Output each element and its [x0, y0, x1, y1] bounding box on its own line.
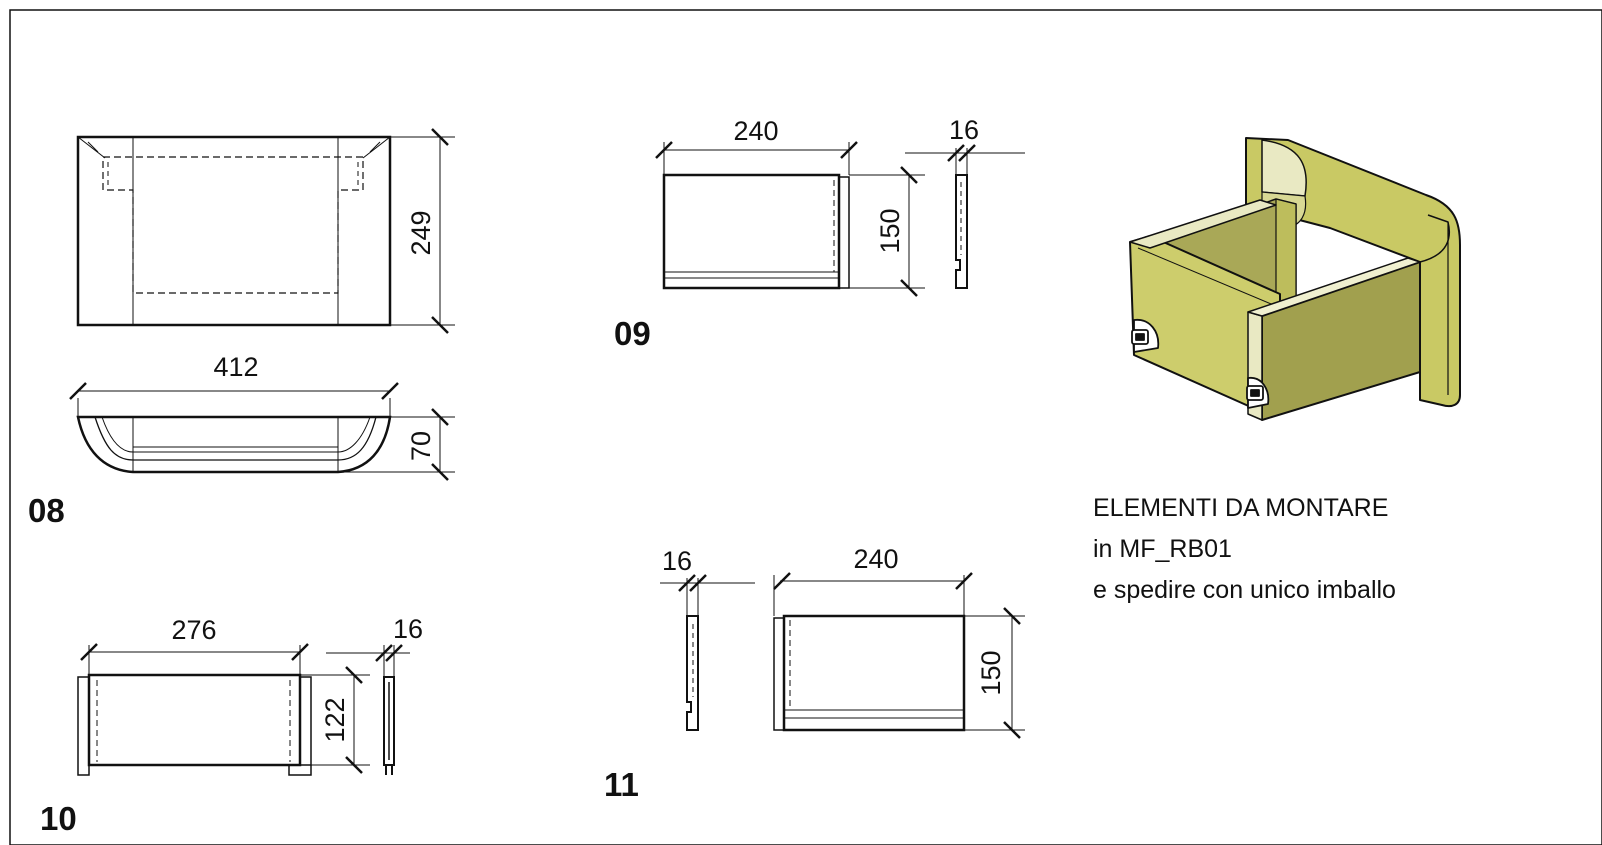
part-08-length-dimension: 412 — [213, 352, 258, 382]
part-08-label: 08 — [28, 492, 65, 529]
part-08-depth-dimension: 70 — [406, 431, 436, 461]
part-09-length-dimension: 240 — [733, 116, 778, 146]
part-09-label: 09 — [614, 315, 651, 352]
assembly-note: ELEMENTI DA MONTARE in MF_RB01 e spedire… — [1093, 488, 1396, 611]
part-09-thickness-dimension: 16 — [949, 115, 979, 145]
part-11-height-dimension: 150 — [976, 650, 1006, 695]
part-10-thickness-dimension: 16 — [393, 614, 423, 644]
part-11-drawing — [660, 572, 1025, 739]
part-10-label: 10 — [40, 800, 77, 837]
drawer-assembly-icon — [1129, 137, 1461, 421]
assembly-note-line-3: e spedire con unico imballo — [1093, 576, 1396, 604]
sheet-border — [9, 9, 1602, 845]
part-11-label: 11 — [604, 766, 639, 803]
assembly-note-line-2: in MF_RB01 — [1093, 535, 1232, 563]
part-08-width-dimension: 249 — [406, 210, 436, 255]
assembly-note-line-1: ELEMENTI DA MONTARE — [1093, 494, 1389, 522]
part-08-drawing — [69, 128, 455, 481]
part-09-drawing — [655, 141, 1025, 297]
part-10-drawing — [77, 643, 410, 776]
part-10-length-dimension: 276 — [171, 615, 216, 645]
part-10-height-dimension: 122 — [320, 697, 350, 742]
part-11-thickness-dimension: 16 — [662, 546, 692, 576]
part-09-height-dimension: 150 — [875, 208, 905, 253]
part-11-length-dimension: 240 — [853, 544, 898, 574]
